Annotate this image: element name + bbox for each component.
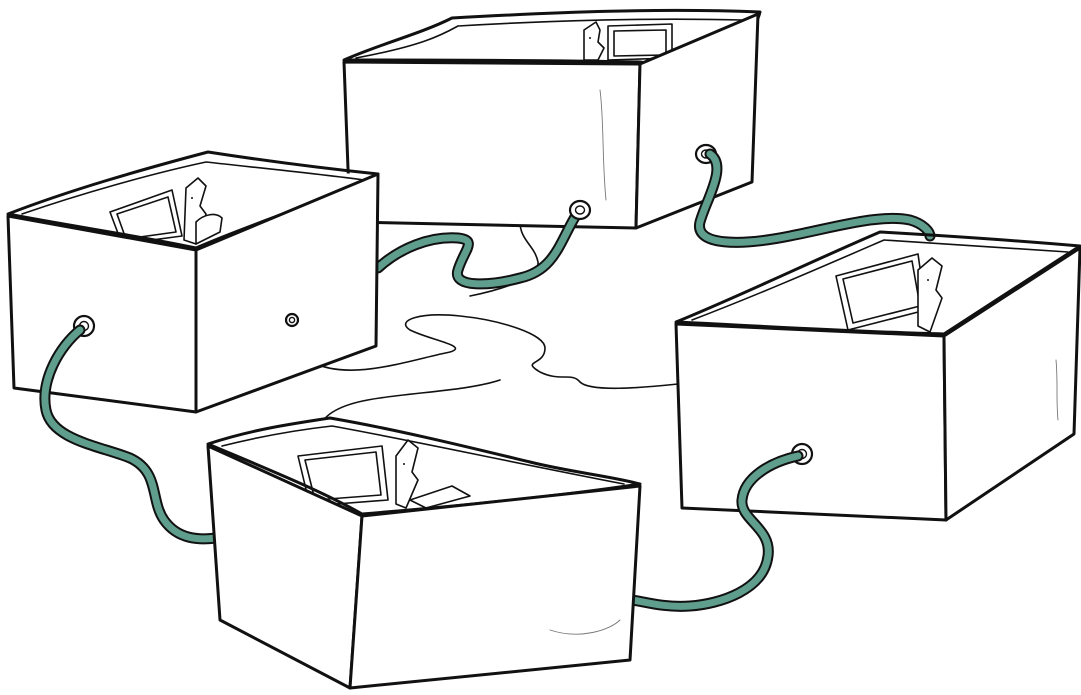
thick-cables xyxy=(372,148,936,290)
phone-icon xyxy=(917,257,943,333)
port-icon xyxy=(568,199,592,221)
tablet-icon xyxy=(195,213,223,245)
cable-top-to-right xyxy=(696,150,934,246)
thick-cables xyxy=(624,450,804,612)
cable-left-to-bottom xyxy=(41,326,220,543)
port-icon xyxy=(284,312,300,328)
top-box xyxy=(342,8,762,230)
cable-top-to-left xyxy=(374,208,582,288)
thin-wire-bottom-loop xyxy=(321,379,501,423)
left-box xyxy=(6,150,380,414)
right-box xyxy=(674,230,1081,522)
cable-right-to-bottom xyxy=(626,452,802,610)
thick-cables xyxy=(39,324,222,545)
thin-wire-left-to-right xyxy=(291,314,679,390)
bottom-box xyxy=(206,416,642,690)
tablet-icon xyxy=(409,485,471,509)
